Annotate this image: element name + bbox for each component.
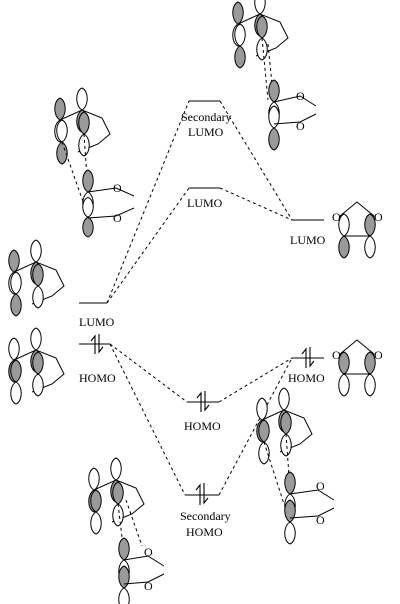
- oxygen-atom-label: O: [374, 210, 383, 224]
- oxygen-atom-label: O: [113, 211, 122, 225]
- correlation-lines: [106, 100, 293, 496]
- oxygen-atom-label: O: [144, 545, 153, 559]
- diene-homo-electrons: [90, 334, 104, 354]
- ts-lumo-label: LUMO: [187, 196, 223, 210]
- diene-lumo-orbital-drawing: [9, 240, 64, 316]
- secondary-lumo-ts-drawing-right: O O: [233, 0, 317, 151]
- dienophile-homo-electrons: [301, 347, 315, 368]
- secondary-homo-ts-drawing-left: O O: [89, 458, 165, 604]
- oxygen-atom-label: O: [113, 181, 122, 195]
- oxygen-atom-label: O: [296, 119, 305, 133]
- oxygen-atom-label: O: [316, 479, 325, 493]
- oxygen-atom-label: O: [316, 513, 325, 527]
- dienophile-homo-orbital-drawing: O O: [332, 339, 383, 397]
- secondary-homo-label-1: Secondary: [180, 509, 231, 523]
- oxygen-atom-label: O: [144, 579, 153, 593]
- diene-homo-orbital-drawing: [9, 328, 64, 404]
- secondary-lumo-label-1: Secondary: [181, 110, 232, 124]
- secondary-homo-electrons: [195, 483, 209, 505]
- ts-homo-electrons: [196, 391, 210, 412]
- diene-homo-label: HOMO: [79, 371, 116, 385]
- oxygen-atom-label: O: [332, 210, 341, 224]
- secondary-homo-ts-drawing-right: O O: [257, 388, 335, 545]
- dienophile-homo-label: HOMO: [288, 371, 325, 385]
- secondary-homo-label-2: HOMO: [186, 525, 223, 539]
- secondary-lumo-ts-drawing-left: O O: [55, 88, 135, 238]
- ts-homo-label: HOMO: [184, 419, 221, 433]
- oxygen-atom-label: O: [296, 89, 305, 103]
- secondary-lumo-label-2: LUMO: [188, 125, 224, 139]
- dienophile-lumo-label: LUMO: [290, 233, 326, 247]
- dienophile-lumo-orbital-drawing: O O: [332, 201, 383, 259]
- oxygen-atom-label: O: [332, 348, 341, 362]
- diene-lumo-label: LUMO: [79, 315, 115, 329]
- oxygen-atom-label: O: [374, 348, 383, 362]
